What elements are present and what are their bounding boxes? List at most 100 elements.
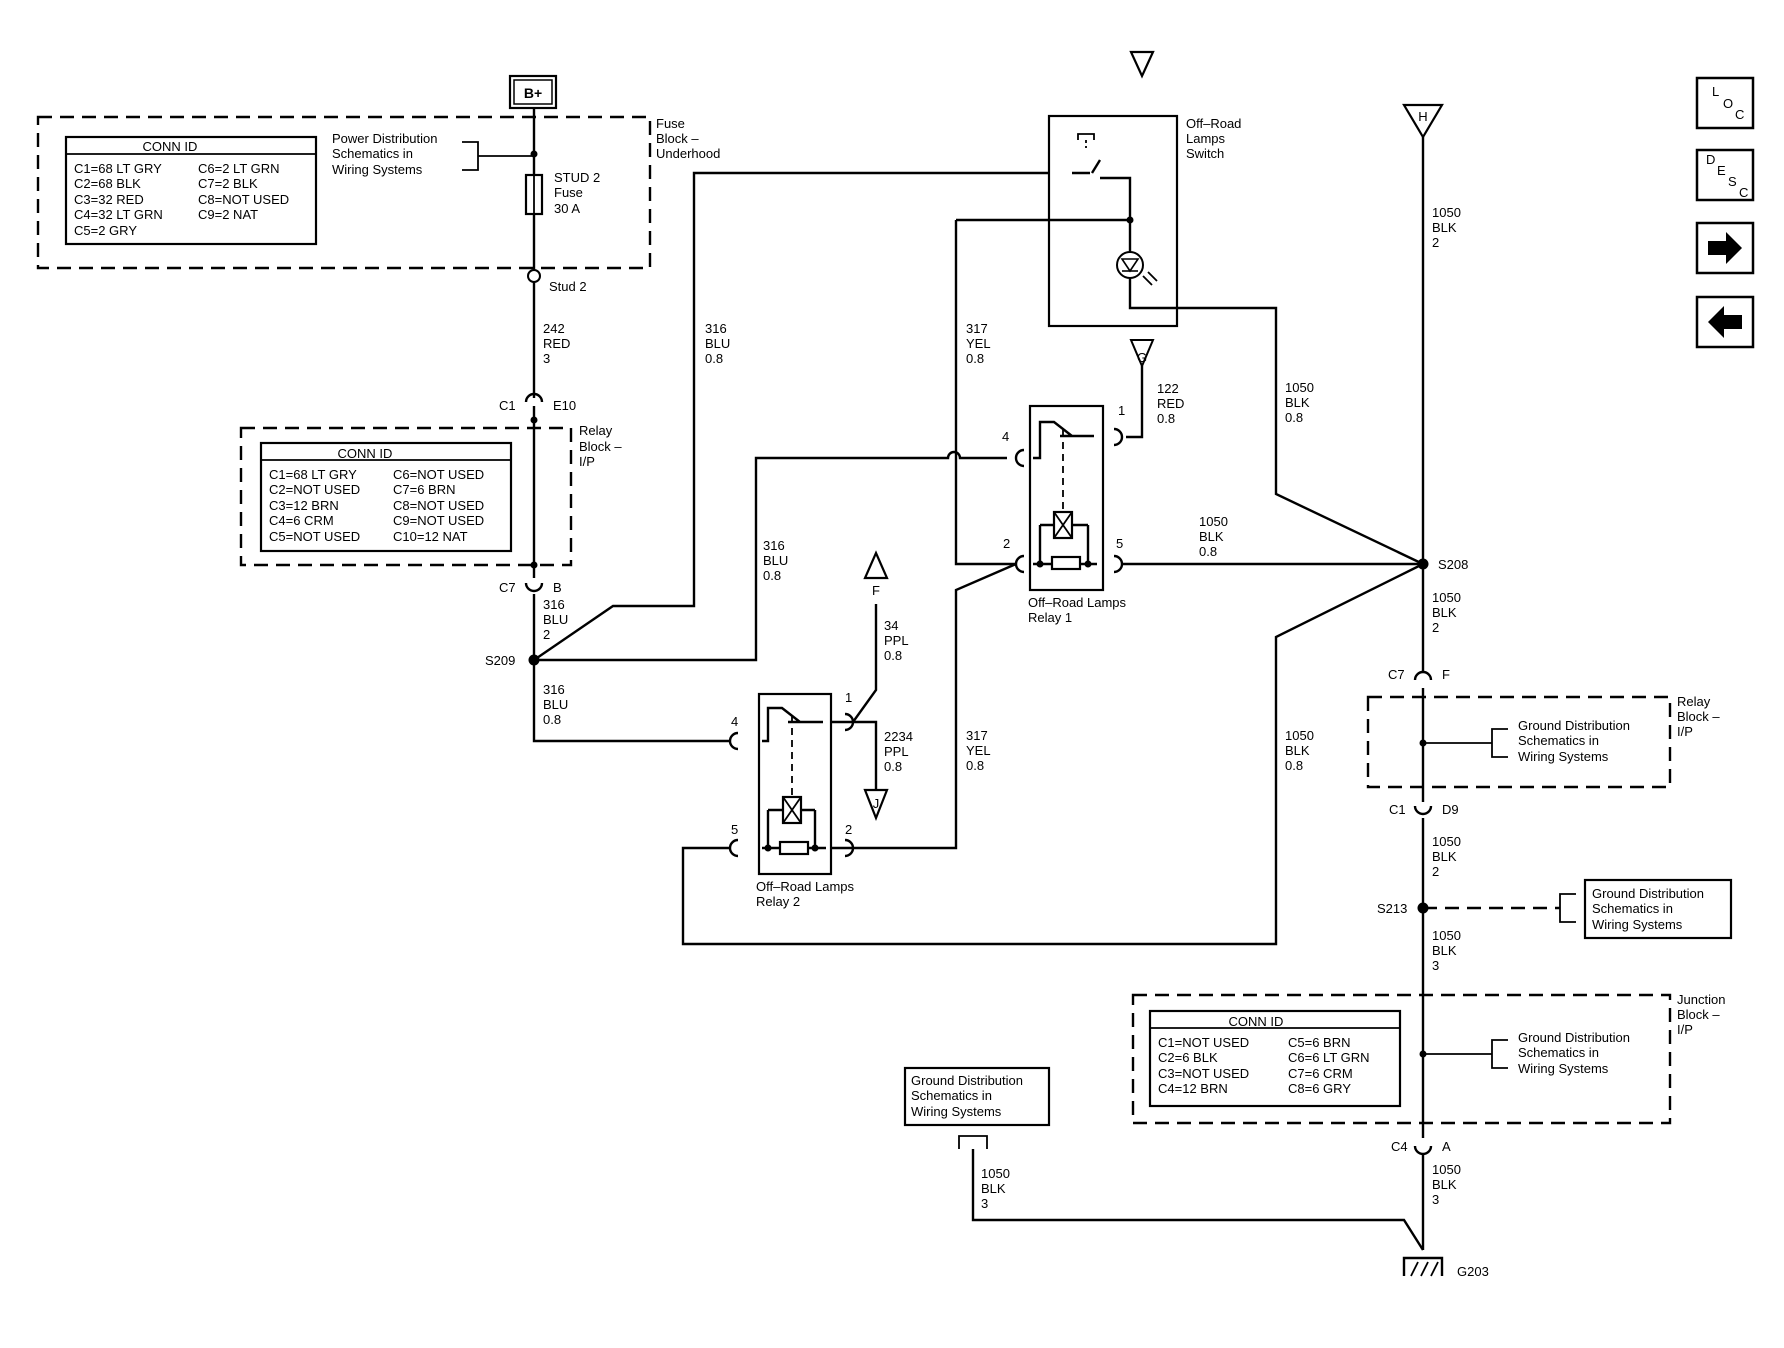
svg-text:BLU: BLU [705,336,730,351]
svg-text:BLK: BLK [1199,529,1224,544]
s213-ground-ref[interactable]: Ground Distribution Schematics in Wiring… [1583,878,1733,940]
svg-text:3: 3 [1432,958,1439,973]
svg-text:C3=12 BRN: C3=12 BRN [269,498,339,513]
svg-text:Ground Distribution: Ground Distribution [1592,886,1704,901]
svg-text:Fuse: Fuse [554,185,583,200]
offpage-connector-j[interactable]: J [863,788,889,822]
svg-text:Off–Road: Off–Road [1186,116,1241,131]
wire-122-label: 122 RED 0.8 [1157,381,1184,426]
svg-text:1050: 1050 [1285,728,1314,743]
offpage-connector-h[interactable]: H [1402,103,1444,140]
fuse-block-conn-table: CONN ID C1=68 LT GRY C2=68 BLK C3=32 RED… [64,135,318,246]
svg-text:Wiring Systems: Wiring Systems [1592,917,1683,932]
svg-text:C8=NOT USED: C8=NOT USED [393,498,484,513]
svg-text:D: D [1706,152,1715,167]
svg-text:0.8: 0.8 [1285,410,1303,425]
wire-1050-label-e: 1050 BLK 2 [1432,834,1461,879]
svg-text:316: 316 [763,538,785,553]
svg-text:0.8: 0.8 [966,758,984,773]
svg-text:Off–Road Lamps: Off–Road Lamps [1028,595,1127,610]
svg-text:1050: 1050 [1285,380,1314,395]
bottom-ground-ref[interactable]: Ground Distribution Schematics in Wiring… [903,1066,1051,1127]
fuse-block-outline [36,115,652,270]
svg-text:2234: 2234 [884,729,913,744]
junction-block-ground-ref[interactable]: Ground Distribution Schematics in Wiring… [1518,1030,1630,1076]
wire-34-label: 34 PPL 0.8 [884,618,909,663]
wire-1050-label-g: 1050 BLK 3 [1432,1162,1461,1207]
wire-242-label: 242 RED 3 [543,321,570,366]
svg-text:G203: G203 [1457,1264,1489,1279]
svg-text:E10: E10 [553,398,576,413]
location-button[interactable]: L O C [1695,76,1755,130]
svg-text:4: 4 [1002,429,1009,444]
svg-text:Block –: Block – [656,131,699,146]
svg-text:317: 317 [966,321,988,336]
svg-text:C5=2 GRY: C5=2 GRY [74,223,137,238]
wire-1050-label-i: 1050 BLK 3 [981,1166,1010,1211]
svg-text:PPL: PPL [884,633,909,648]
svg-text:C10=12 NAT: C10=12 NAT [393,529,468,544]
power-distribution-ref[interactable]: Power Distribution Schematics in Wiring … [332,131,535,177]
next-page-button[interactable] [1695,221,1755,275]
wire-1050-label-f: 1050 BLK 3 [1432,928,1461,973]
svg-text:RED: RED [1157,396,1184,411]
svg-text:Ground Distribution: Ground Distribution [1518,1030,1630,1045]
svg-text:30 A: 30 A [554,201,580,216]
svg-text:CONN ID: CONN ID [143,139,198,154]
svg-text:BLK: BLK [1432,943,1457,958]
svg-text:C6=6 LT GRN: C6=6 LT GRN [1288,1050,1370,1065]
splice-s208 [1417,558,1429,570]
description-button[interactable]: D E S C [1695,148,1755,202]
relay-1-title: Off–Road Lamps Relay 1 [1028,595,1127,625]
svg-text:Relay: Relay [579,423,613,438]
svg-text:3: 3 [1432,1192,1439,1207]
svg-text:C6=NOT USED: C6=NOT USED [393,467,484,482]
wire-1050-label-d: 1050 BLK 2 [1432,590,1461,635]
svg-text:E: E [1717,163,1726,178]
svg-text:2: 2 [543,627,550,642]
relay-block-top-outline [239,426,573,567]
offpage-connector-f[interactable]: F [863,550,889,598]
ground-g203-icon: G203 [1402,1256,1489,1279]
svg-text:C7: C7 [1388,667,1405,682]
svg-text:C5=NOT USED: C5=NOT USED [269,529,360,544]
svg-text:C4=6 CRM: C4=6 CRM [269,513,334,528]
relay-block-right-outline [1366,695,1672,789]
stud2-label: Stud 2 [549,279,587,294]
wire-1050-label-a: 1050 BLK 0.8 [1285,380,1314,425]
wire-316-label-d: 316 BLU 0.8 [543,682,568,727]
svg-text:CONN ID: CONN ID [1229,1014,1284,1029]
svg-text:Lamps: Lamps [1186,131,1226,146]
relay-block-ground-ref[interactable]: Ground Distribution Schematics in Wiring… [1518,718,1630,764]
relay-2-title: Off–Road Lamps Relay 2 [756,879,855,909]
battery-label: B+ [524,85,542,101]
svg-text:1: 1 [1118,403,1125,418]
previous-page-button[interactable] [1695,295,1755,349]
svg-text:2: 2 [1432,235,1439,250]
svg-text:H: H [1418,109,1427,124]
junction-block-conn-table: CONN ID C1=NOT USED C2=6 BLK C3=NOT USED… [1148,1009,1402,1108]
svg-text:F: F [872,583,880,598]
svg-text:Block –: Block – [1677,1007,1720,1022]
svg-text:CONN ID: CONN ID [338,446,393,461]
svg-text:BLU: BLU [763,553,788,568]
relay-block-right-title: Relay Block – I/P [1677,694,1720,739]
svg-text:0.8: 0.8 [884,759,902,774]
svg-text:C9=2 NAT: C9=2 NAT [198,207,258,222]
wire-2234-label: 2234 PPL 0.8 [884,729,913,774]
svg-text:G: G [1137,350,1147,365]
wire-317-label-b: 317 YEL 0.8 [966,728,991,773]
offpage-connector-g[interactable]: G [1129,50,1155,369]
svg-text:2: 2 [845,822,852,837]
svg-text:2: 2 [1432,620,1439,635]
svg-text:C4=12 BRN: C4=12 BRN [1158,1081,1228,1096]
wire-1050-label-c: 1050 BLK 0.8 [1285,728,1314,773]
connector-c1-d9: C1 D9 [1389,802,1459,817]
battery-terminal: B+ [508,74,558,110]
connector-c7-b: C7 B [499,580,562,595]
relay-block-top-conn-table: CONN ID C1=68 LT GRY C2=NOT USED C3=12 B… [259,441,513,553]
svg-text:0.8: 0.8 [1199,544,1217,559]
svg-text:317: 317 [966,728,988,743]
wire-1050-label-b: 1050 BLK 0.8 [1199,514,1228,559]
